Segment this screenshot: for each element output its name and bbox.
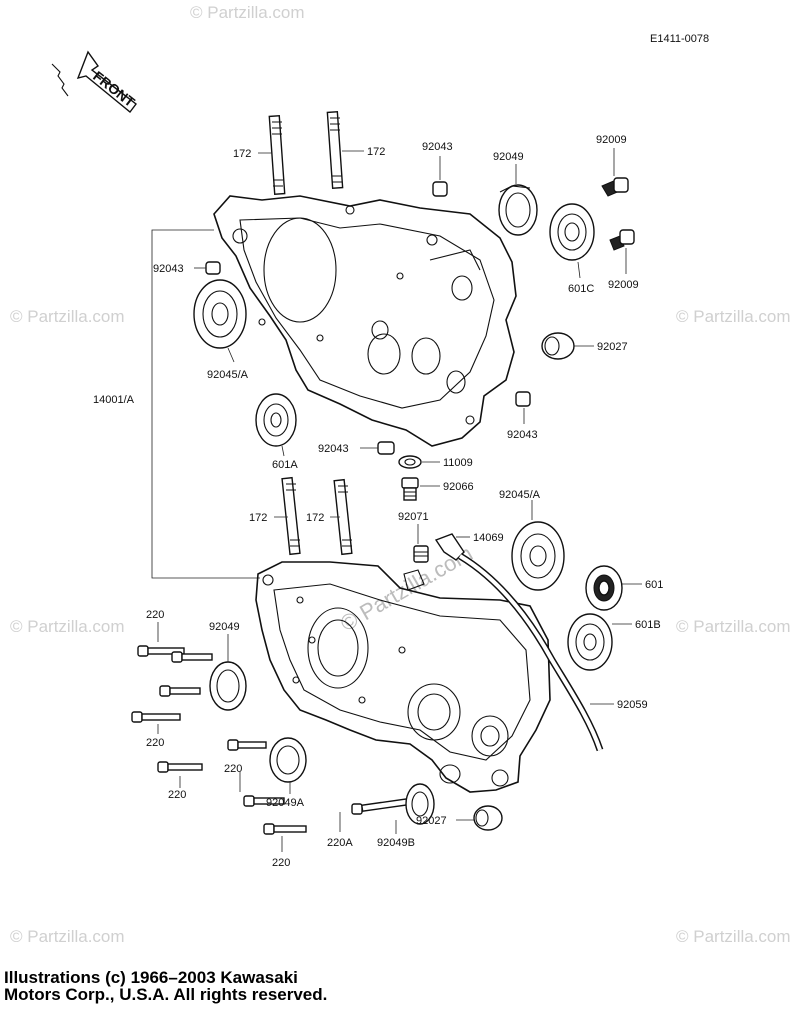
part-label: 92043 (153, 263, 184, 275)
stud-upper-left (268, 114, 286, 196)
watermark-text: © Partzilla.com (676, 617, 791, 636)
stud-lower-left (281, 476, 301, 556)
part-label: 220 (224, 763, 242, 775)
bolt-220 (243, 795, 285, 807)
stud-upper-right (326, 110, 344, 190)
oil-seal-92049a (269, 737, 307, 783)
part-label: 92027 (416, 815, 447, 827)
part-label: 220 (146, 609, 164, 621)
part-label: 11009 (443, 457, 473, 469)
spacer-lower (473, 805, 503, 831)
part-label: 14001/A (93, 394, 135, 406)
ball-bearing-left (193, 279, 247, 349)
part-label: 92045/A (499, 489, 541, 501)
part-label: 92049A (266, 797, 305, 809)
part-label: 220 (272, 857, 290, 869)
bolt-220 (137, 645, 213, 663)
part-label: 92049 (209, 621, 240, 633)
watermark-text: © Partzilla.com (10, 617, 125, 636)
assembly-bracket (151, 229, 260, 579)
copyright-line-1: Illustrations (c) 1966–2003 Kawasaki (4, 968, 298, 987)
screw-92009-top (601, 177, 629, 197)
part-label: 601C (568, 283, 594, 295)
part-label: 14069 (473, 532, 504, 544)
part-label: 92009 (608, 279, 639, 291)
watermark-text: © Partzilla.com (190, 3, 305, 22)
ball-bearing-601a (255, 393, 297, 447)
screw-92009-bottom (609, 229, 635, 251)
watermark-text: © Partzilla.com (10, 927, 125, 946)
upper-crankcase-half (213, 195, 517, 447)
part-label: 92071 (398, 511, 429, 523)
front-arrow-icon: FRONT (51, 50, 138, 114)
part-label: 172 (249, 512, 267, 524)
watermark-text: © Partzilla.com (676, 307, 791, 326)
gasket-washer (398, 455, 422, 469)
part-label: 601A (272, 459, 298, 471)
diagram-code: E1411-0078 (650, 33, 709, 45)
part-label: 172 (306, 512, 324, 524)
ball-bearing-601 (585, 565, 623, 611)
part-label: 92066 (443, 481, 474, 493)
part-label: 220 (146, 737, 164, 749)
part-label: 220A (327, 837, 353, 849)
dowel-pin (205, 261, 221, 275)
dowel-pin (432, 181, 448, 197)
ball-bearing-601b (567, 613, 613, 671)
drain-plug (401, 477, 419, 501)
oil-seal-92049b (405, 783, 435, 825)
dowel-pin (515, 391, 531, 407)
oil-fitting (413, 545, 429, 563)
lower-crankcase-half (255, 561, 551, 793)
oil-seal-top (498, 184, 538, 236)
spacer-right (541, 332, 575, 360)
part-label: 92049B (377, 837, 415, 849)
part-label: 601B (635, 619, 661, 631)
part-label: 172 (367, 146, 385, 158)
bolt-220 (131, 685, 201, 723)
part-label: 92049 (493, 151, 524, 163)
watermark-text: © Partzilla.com (10, 307, 125, 326)
stud-lower-right (333, 478, 353, 556)
ball-bearing-601c (549, 203, 595, 261)
bolt-220a (351, 798, 409, 815)
copyright-line-2: Motors Corp., U.S.A. All rights reserved… (4, 985, 328, 1004)
part-label: 92027 (597, 341, 628, 353)
part-label: 220 (168, 789, 186, 801)
bolt-220 (157, 739, 267, 773)
ball-bearing-lower-right (511, 521, 565, 591)
watermark-text: © Partzilla.com (676, 927, 791, 946)
part-label: 172 (233, 148, 251, 160)
part-label: 92045/A (207, 369, 249, 381)
oil-seal-left (209, 661, 247, 711)
part-label: 92009 (596, 134, 627, 146)
part-label: 92043 (507, 429, 538, 441)
bolt-220 (263, 823, 307, 835)
part-label: 601 (645, 579, 663, 591)
part-label: 92043 (422, 141, 453, 153)
part-label: 92059 (617, 699, 648, 711)
front-label: FRONT (90, 68, 138, 111)
part-label: 92043 (318, 443, 349, 455)
dowel-pin (377, 441, 395, 455)
